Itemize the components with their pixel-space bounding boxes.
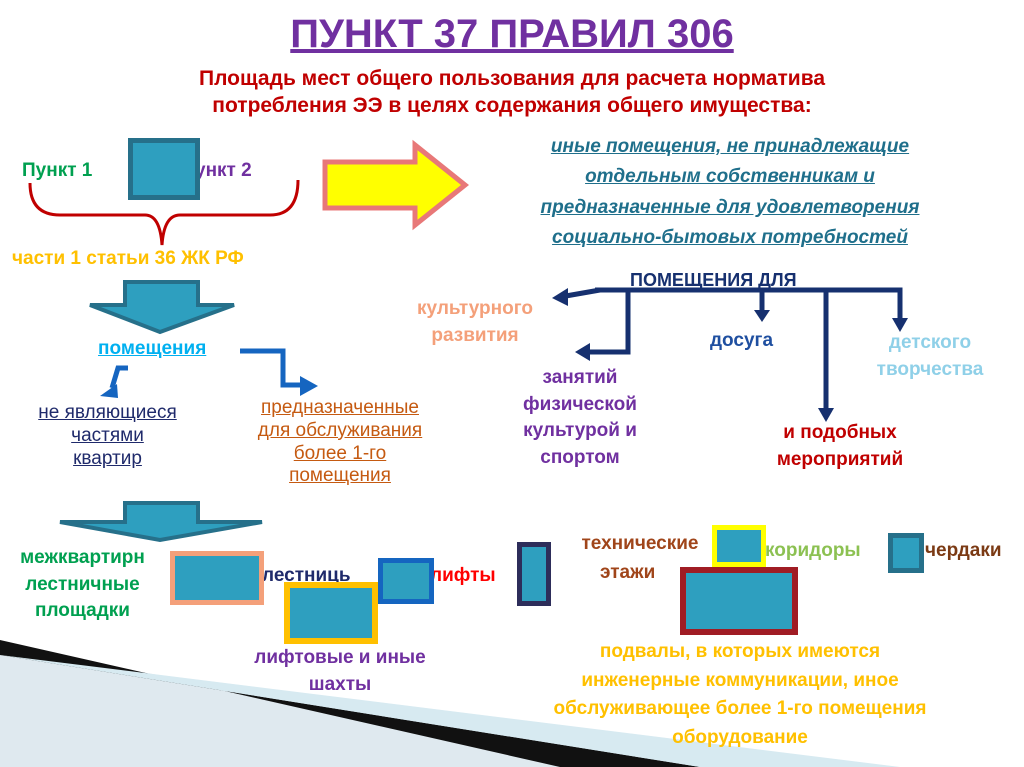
text-line: развития (431, 324, 519, 346)
placeholder-box (680, 567, 798, 635)
placeholder-box (128, 138, 200, 200)
placeholder-box (170, 551, 264, 605)
text-line: детского (888, 332, 972, 353)
text-line: подвалы, в которых имеются (599, 641, 881, 662)
subtitle-line-2: потребления ЭЭ в целях содержания общего… (212, 94, 812, 117)
arrow-right-icon (300, 376, 318, 396)
text-line: частями (71, 424, 144, 446)
lifts: лифты (430, 565, 496, 586)
text-line: творчества (876, 358, 984, 380)
text-line: инженерные коммуникации, иное (581, 669, 899, 691)
page-title: ПУНКТ 37 ПРАВИЛ 306 (290, 12, 734, 56)
text-line: технические (581, 533, 699, 554)
placeholder-box (378, 558, 434, 604)
placeholder-box (517, 542, 551, 606)
punkt-2: ункт 2 (195, 160, 252, 181)
leisure: досуга (710, 330, 774, 351)
similar-events: и подобных мероприятий (750, 420, 930, 473)
text-line: оборудование (672, 726, 808, 748)
text-line: площадки (35, 600, 130, 622)
text-line: лифтовые и иные (254, 647, 426, 668)
text-line: социально-бытовых потребностей (552, 227, 908, 249)
light-blue-band (0, 655, 900, 767)
text-line: этажи (600, 561, 656, 583)
text-line: культурного (417, 298, 533, 319)
rooms-for-heading: ПОМЕЩЕНИЯ ДЛЯ (630, 270, 797, 290)
placeholder-box (712, 525, 766, 567)
text-line: квартир (73, 447, 142, 469)
text-line: обслуживающее более 1-го помещения (553, 698, 927, 719)
down-arrow-icon-1 (89, 280, 235, 335)
text-line: мероприятий (776, 448, 904, 470)
text-line: и подобных (783, 422, 897, 443)
text-line: шахты (308, 673, 372, 695)
other-rooms-definition: иные помещения, не принадлежащие отдельн… (470, 132, 990, 254)
placeholder-box (284, 582, 378, 644)
text-line: не являющиеся (38, 402, 177, 423)
lift-shafts: лифтовые и иные шахты (220, 645, 460, 698)
text-line: помещения (289, 465, 391, 487)
intended-for-service: предназначенные для обслуживания более 1… (225, 397, 455, 488)
text-line: лестничные (25, 573, 140, 595)
corridors: коридоры (765, 540, 861, 561)
children-creativity: детского творчества (855, 330, 1005, 383)
text-line: отдельным собственникам и (585, 166, 875, 188)
not-part-of-apartments: не являющиеся частями квартир (10, 402, 205, 470)
landings: межквартирн лестничные площадки (0, 545, 165, 625)
text-line: межквартирн (20, 547, 145, 568)
placeholder-box (888, 533, 924, 573)
rooms-label: помещения (98, 338, 207, 359)
brace-icon (28, 179, 300, 246)
physical-culture: занятий физической культурой и спортом (495, 365, 665, 471)
text-line: культурой и (523, 420, 637, 442)
stairs: лестниць (262, 565, 351, 586)
basements: подвалы, в которых имеются инженерные ко… (460, 638, 1020, 752)
text-line: иные помещения, не принадлежащие (550, 136, 910, 157)
technical-floors: технические этажи (560, 530, 720, 587)
text-line: более 1-го (293, 442, 387, 464)
connector-line (240, 348, 305, 388)
cultural-development: культурного развития (395, 296, 555, 349)
arrow-down-left-icon (100, 384, 118, 398)
law-reference: части 1 статьи 36 ЖК РФ (12, 248, 244, 269)
down-arrow-icon-2 (59, 501, 263, 543)
text-line: спортом (540, 446, 620, 468)
attics: чердаки (925, 540, 1002, 561)
yellow-arrow-icon (322, 139, 470, 231)
punkt-1: Пункт 1 (22, 160, 93, 181)
text-line: физической (523, 393, 637, 415)
text-line: предназначенные для удовлетворения (540, 196, 920, 218)
subtitle-line-1: Площадь мест общего пользования для расч… (198, 67, 826, 90)
text-line: занятий (542, 367, 618, 388)
text-line: предназначенные (261, 397, 419, 418)
text-line: для обслуживания (257, 419, 423, 441)
